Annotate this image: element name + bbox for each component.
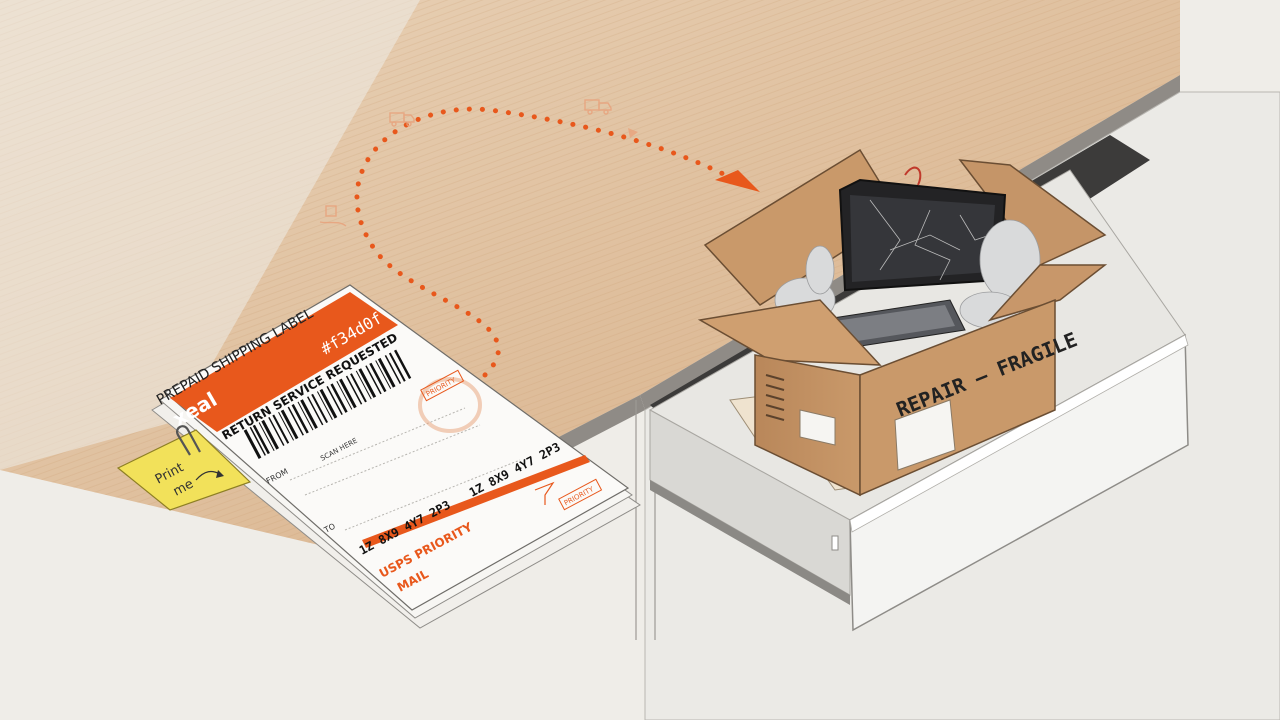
parcel-hand-icon: [319, 205, 347, 227]
fragile-glass-icon: [534, 481, 555, 505]
broken-laptop: [819, 166, 1007, 351]
small-arrow-icon: [628, 128, 638, 138]
cardboard-box: [697, 148, 1108, 497]
drawer-latch: [831, 535, 839, 551]
barcode: [243, 349, 412, 459]
paperclip-icon: [176, 425, 201, 456]
delivery-van-icon: [584, 99, 612, 115]
box-vent-slots: [765, 374, 785, 421]
shipping-label[interactable]: PREPAID SHIPPING LABEL xeal #f34d0f RETU…: [151, 284, 641, 629]
return-route-path: [354, 106, 760, 378]
box-white-label: [894, 399, 956, 471]
sticky-note[interactable]: Print me: [116, 429, 252, 511]
truck-icon: [389, 112, 415, 127]
arrow-head-icon: [715, 170, 760, 192]
address-lines: [289, 407, 521, 531]
coffee-stain: [418, 377, 482, 433]
